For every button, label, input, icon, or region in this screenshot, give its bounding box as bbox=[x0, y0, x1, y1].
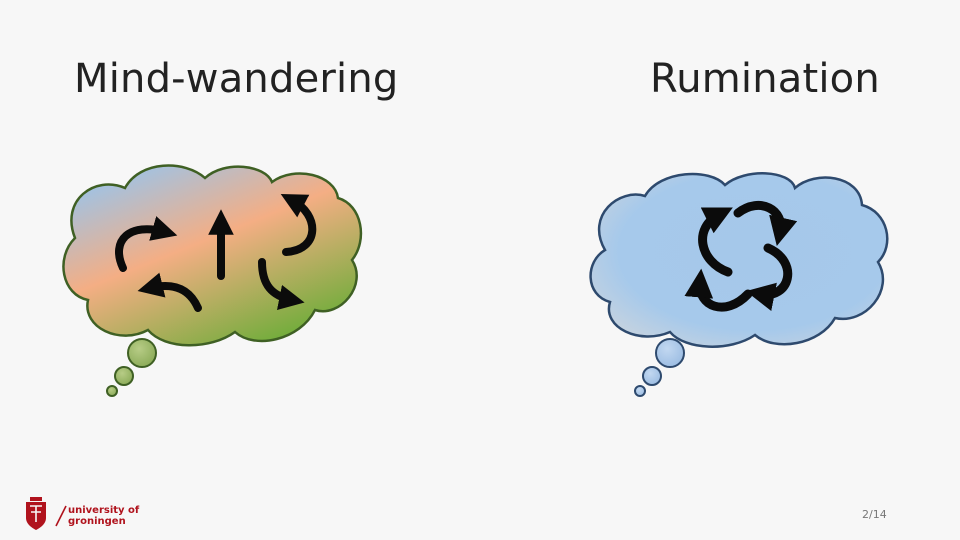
university-crest-logo bbox=[26, 497, 46, 530]
logo-line-2: groningen bbox=[68, 516, 126, 527]
curved-arrow-icon bbox=[137, 272, 202, 312]
logo-divider bbox=[55, 505, 67, 527]
mind-wandering-bubbles bbox=[106, 338, 157, 397]
cycle-arrows-icon bbox=[684, 200, 798, 312]
university-logo-text: university of groningen bbox=[68, 505, 139, 527]
mind-wandering-title: Mind-wandering bbox=[74, 56, 399, 102]
page-number: 2/14 bbox=[862, 508, 887, 521]
mind-wandering-cloud bbox=[62, 164, 363, 347]
rumination-cloud bbox=[589, 172, 889, 348]
logo-line-1: university of bbox=[68, 505, 140, 516]
random-arrows bbox=[115, 193, 317, 312]
curved-arrow-icon bbox=[115, 216, 178, 272]
curved-arrow-icon bbox=[280, 193, 317, 256]
curved-arrow-icon bbox=[258, 258, 305, 311]
rumination-bubbles bbox=[634, 338, 685, 397]
rumination-title: Rumination bbox=[650, 56, 880, 102]
